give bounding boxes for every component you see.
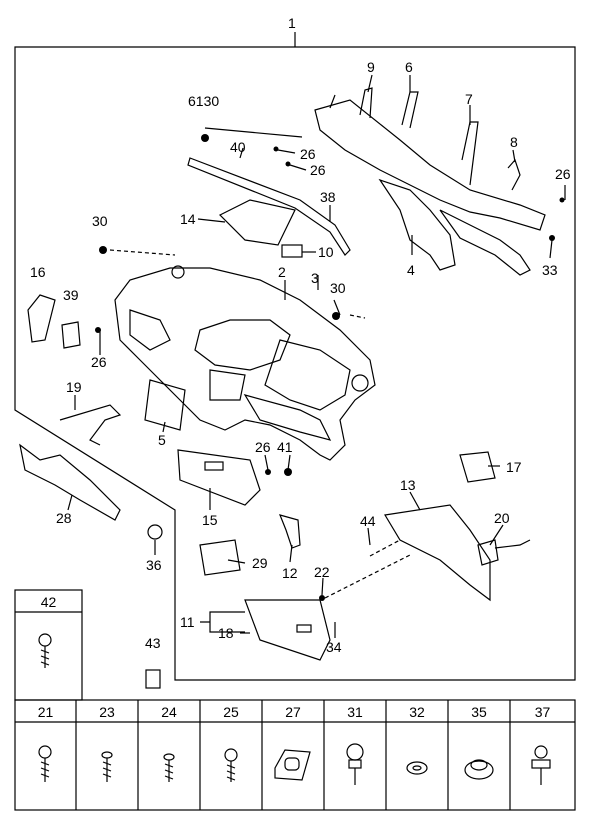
callout-26-b: 26 [310, 162, 326, 178]
callout-36: 36 [146, 557, 162, 573]
panel-14 [218, 199, 296, 246]
callout-29: 29 [252, 555, 268, 571]
assembly-boundary [14, 46, 576, 681]
pad-17 [459, 451, 496, 483]
grommet-icon [274, 749, 311, 781]
screw-icon [224, 748, 238, 782]
callout-26-d: 26 [91, 354, 107, 370]
defroster-duct [187, 157, 351, 256]
panel-5 [144, 379, 186, 431]
fastener-table [14, 699, 576, 811]
fastener-cell-label: 24 [161, 704, 177, 720]
bracket-12 [278, 514, 301, 549]
bracket-29 [199, 539, 241, 576]
callout-2: 2 [278, 264, 286, 280]
fastener-26d [95, 327, 101, 333]
callout-26-c: 26 [555, 166, 571, 182]
fastener-30a [99, 246, 107, 254]
vent-16 [27, 294, 56, 343]
fastener-30b [332, 312, 340, 320]
screw-icon [38, 745, 52, 782]
callout-41: 41 [277, 439, 293, 455]
fastener-26a [273, 146, 279, 152]
callout-10: 10 [318, 244, 334, 260]
fastener-cell-label: 21 [37, 704, 54, 720]
screw-icon [163, 753, 175, 782]
callout-30-b: 30 [330, 280, 346, 296]
callout-30-a: 30 [92, 213, 108, 229]
trim-28 [19, 443, 121, 521]
callout-6: 6 [405, 59, 413, 75]
instrument-panel [114, 265, 376, 461]
fastener-26b [285, 161, 291, 167]
fastener-cell-label: 31 [347, 704, 363, 720]
callout-12: 12 [282, 565, 298, 581]
callout-8: 8 [510, 134, 518, 150]
callout-14: 14 [180, 211, 196, 227]
callout-39: 39 [63, 287, 79, 303]
callout-4: 4 [407, 262, 415, 278]
callout-9: 9 [367, 59, 375, 75]
fastener-33 [549, 235, 555, 241]
callout-15: 15 [202, 512, 218, 528]
callout-38: 38 [320, 189, 336, 205]
callout-19: 19 [66, 379, 82, 395]
callout-20: 20 [494, 510, 510, 526]
clip-icon [406, 761, 428, 775]
label-43-tag [145, 669, 161, 689]
callout-26-a: 26 [300, 146, 316, 162]
switch-20 [477, 539, 499, 566]
callout-28: 28 [56, 510, 72, 526]
callout-34: 34 [326, 639, 342, 655]
fastener-cell-label: 23 [99, 704, 115, 720]
cap-36 [147, 524, 163, 540]
callout-1: 1 [288, 15, 296, 31]
callout-33: 33 [542, 262, 558, 278]
harness-19 [59, 404, 122, 446]
fastener-6130 [201, 134, 209, 142]
callout-7: 7 [465, 91, 473, 107]
screw-icon [101, 751, 113, 782]
callout-13: 13 [400, 477, 416, 493]
bolt-icon [346, 743, 364, 785]
grommet-icon [464, 759, 494, 780]
fastener-box-42-label: 42 [40, 594, 57, 610]
nut-icon [531, 745, 551, 785]
fastener-cell-label: 35 [471, 704, 487, 720]
callout-6130: 6130 [188, 93, 220, 109]
callout-26-e: 26 [255, 439, 271, 455]
glovebox-11 [244, 599, 331, 661]
callout-5: 5 [158, 432, 166, 448]
fastener-26e [265, 469, 271, 475]
callout-43: 43 [145, 635, 161, 651]
fastener-41 [284, 468, 292, 476]
fastener-22 [319, 595, 325, 601]
callout-22: 22 [314, 564, 330, 580]
fastener-cell-label: 37 [534, 704, 551, 720]
callout-18: 18 [218, 625, 234, 641]
fastener-cell-label: 32 [409, 704, 425, 720]
tray-13 [384, 504, 491, 602]
screw-icon [38, 633, 52, 668]
callout-40: 40 [230, 139, 246, 155]
fastener-26c [559, 197, 565, 203]
cover-15 [177, 449, 261, 506]
cowl-crossbar [314, 87, 546, 276]
callout-17: 17 [506, 459, 522, 475]
vent-39 [61, 321, 81, 349]
fastener-cell-label: 27 [285, 704, 301, 720]
callout-3: 3 [311, 270, 319, 286]
callout-44: 44 [360, 513, 376, 529]
callout-16: 16 [30, 264, 46, 280]
fastener-cell-label: 25 [223, 704, 239, 720]
part-10-pad [281, 244, 303, 258]
callout-11: 11 [180, 614, 195, 630]
